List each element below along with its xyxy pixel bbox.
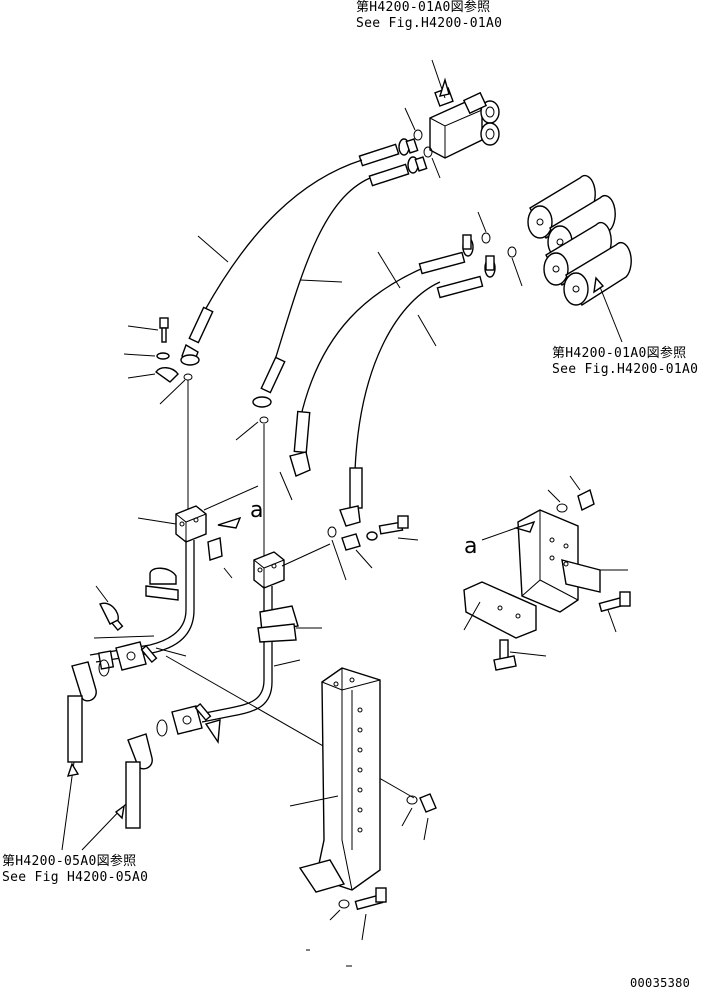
clamp-bracket-left	[207, 537, 223, 561]
bolt-mid	[378, 515, 409, 535]
o-ring-7	[327, 526, 337, 538]
flange-half-mid	[341, 533, 361, 551]
hose-fitting-top-2	[368, 156, 428, 187]
hose-fitting-right-1	[418, 234, 474, 275]
view-arrow-right	[513, 520, 536, 533]
support-column	[298, 667, 381, 893]
clamp-left-1	[145, 567, 179, 601]
o-ring-5	[481, 232, 491, 244]
o-ring-4	[259, 416, 269, 424]
drawing-number: 00035380	[630, 976, 691, 990]
hose-end-mid-2	[339, 467, 363, 527]
manifold-block-left	[175, 505, 207, 543]
o-ring-8	[98, 659, 110, 677]
washer-bottom	[406, 795, 418, 805]
bolt-set-left	[155, 317, 179, 383]
bolt-column	[354, 887, 387, 911]
pilot-valve-cylinders	[527, 174, 632, 306]
washer-column	[338, 899, 350, 909]
ref-top-jp: 第H4200-01A0図参照	[356, 0, 491, 15]
ref-right-jp: 第H4200-01A0図参照	[552, 346, 687, 361]
o-ring-1	[413, 129, 423, 141]
o-ring-3	[183, 373, 193, 381]
o-ring-6	[507, 246, 517, 258]
leader-right-ref	[597, 281, 623, 343]
pipe-right	[199, 586, 273, 723]
ref-bottom-left-en: See Fig H4200-05A0	[2, 870, 149, 885]
pilot-valve-top	[429, 87, 500, 159]
hose-a	[204, 159, 363, 311]
arrow-right-ref	[593, 276, 605, 294]
hose-elbow-bottom-left-2	[125, 733, 153, 829]
view-mark-upper: a	[250, 498, 264, 523]
pipe-left	[89, 540, 195, 663]
flange-left-1	[97, 641, 147, 671]
hose-end-mid-1	[289, 410, 311, 477]
o-ring-9	[156, 719, 168, 737]
view-arrow-upper	[217, 516, 242, 529]
flange-left-2	[171, 705, 203, 735]
hose-c	[299, 264, 431, 421]
hose-fitting-right-2	[436, 255, 496, 299]
washer-bracket	[556, 503, 568, 513]
ref-top-en: See Fig.H4200-01A0	[356, 16, 503, 31]
hose-end-left-1	[180, 306, 214, 366]
clamp-right-1	[257, 605, 299, 643]
ref-bottom-left-jp: 第H4200-05A0図参照	[2, 854, 137, 869]
manifold-block-right	[253, 551, 285, 589]
hose-d	[354, 281, 441, 471]
nut-bracket	[577, 488, 595, 512]
bolt-bracket	[598, 591, 631, 613]
bracket-right	[463, 509, 601, 639]
bolt-bracket-bottom	[493, 639, 517, 671]
ref-right-en: See Fig.H4200-01A0	[552, 362, 699, 377]
bolt-set-bottom-left	[99, 602, 221, 745]
washer-mid	[366, 531, 378, 541]
nut-bottom	[419, 793, 437, 813]
arrow-top-ref	[438, 77, 450, 97]
hose-fitting-top-1	[358, 138, 419, 167]
hose-b	[274, 177, 371, 361]
hose-elbow-bottom-left-1	[67, 661, 97, 763]
view-mark-right: a	[464, 534, 478, 559]
hose-end-left-2	[252, 356, 286, 408]
o-ring-2	[423, 146, 433, 158]
